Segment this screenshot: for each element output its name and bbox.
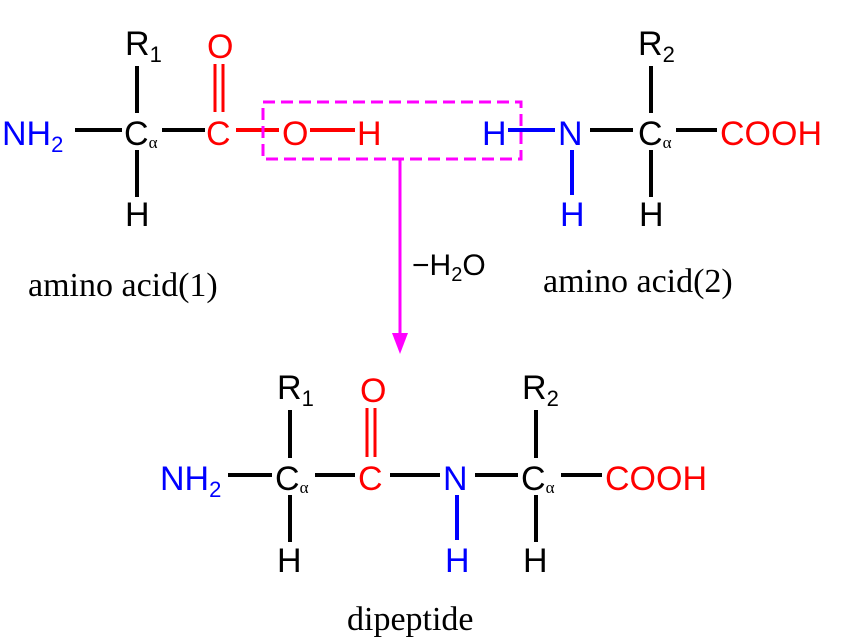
dp-alpha-hydrogen-1: H xyxy=(277,542,302,580)
water-elimination-box xyxy=(261,100,523,161)
aa2-carboxyl-group: COOH xyxy=(720,115,822,153)
reaction-arrow: −H2O xyxy=(392,159,486,354)
aa1-carbonyl-carbon: C xyxy=(206,115,231,153)
dp-side-chain-1: R1 xyxy=(277,369,314,411)
dipeptide-label: dipeptide xyxy=(347,601,474,638)
aa2-side-chain: R2 xyxy=(638,25,675,67)
dp-carbonyl-carbon: C xyxy=(358,460,383,498)
dp-carboxyl-group: COOH xyxy=(605,460,707,498)
aa2-nitrogen: N xyxy=(558,115,583,153)
aa2-label: amino acid(2) xyxy=(543,263,733,300)
aa1-hydroxyl-oxygen: O xyxy=(282,115,308,153)
dp-nitrogen-hydrogen: H xyxy=(445,542,470,580)
aa1-alpha-carbon: Cα xyxy=(124,115,158,153)
aa1-alpha-hydrogen: H xyxy=(125,196,150,234)
dp-alpha-hydrogen-2: H xyxy=(523,542,548,580)
dp-alpha-carbon-1: Cα xyxy=(275,460,309,498)
amino-acid-1: NH2 R1 Cα H O C O H amino acid(1) xyxy=(2,25,382,304)
water-loss-label: −H2O xyxy=(412,249,486,286)
aa2-nitrogen-hydrogen: H xyxy=(560,196,585,234)
dp-side-chain-2: R2 xyxy=(522,369,559,411)
dp-nitrogen: N xyxy=(443,460,468,498)
aa1-hydroxyl-hydrogen: H xyxy=(357,115,382,153)
aa2-amine-hydrogen: H xyxy=(482,115,507,153)
aa1-carbonyl-oxygen: O xyxy=(207,28,233,66)
dp-amine-group: NH2 xyxy=(160,460,221,502)
dp-alpha-carbon-2: Cα xyxy=(521,460,555,498)
amino-acid-2: H N H R2 Cα H COOH amino acid(2) xyxy=(482,25,822,300)
aa1-label: amino acid(1) xyxy=(28,267,218,304)
aa2-alpha-hydrogen: H xyxy=(639,196,664,234)
aa1-side-chain: R1 xyxy=(125,25,162,67)
aa1-amine-group: NH2 xyxy=(2,115,63,157)
aa2-alpha-carbon: Cα xyxy=(638,115,672,153)
dp-carbonyl-oxygen: O xyxy=(360,372,386,410)
reaction-arrow-head xyxy=(392,333,408,354)
dipeptide: NH2 R1 Cα H O C N H R2 Cα H COOH dipepti… xyxy=(160,369,707,638)
